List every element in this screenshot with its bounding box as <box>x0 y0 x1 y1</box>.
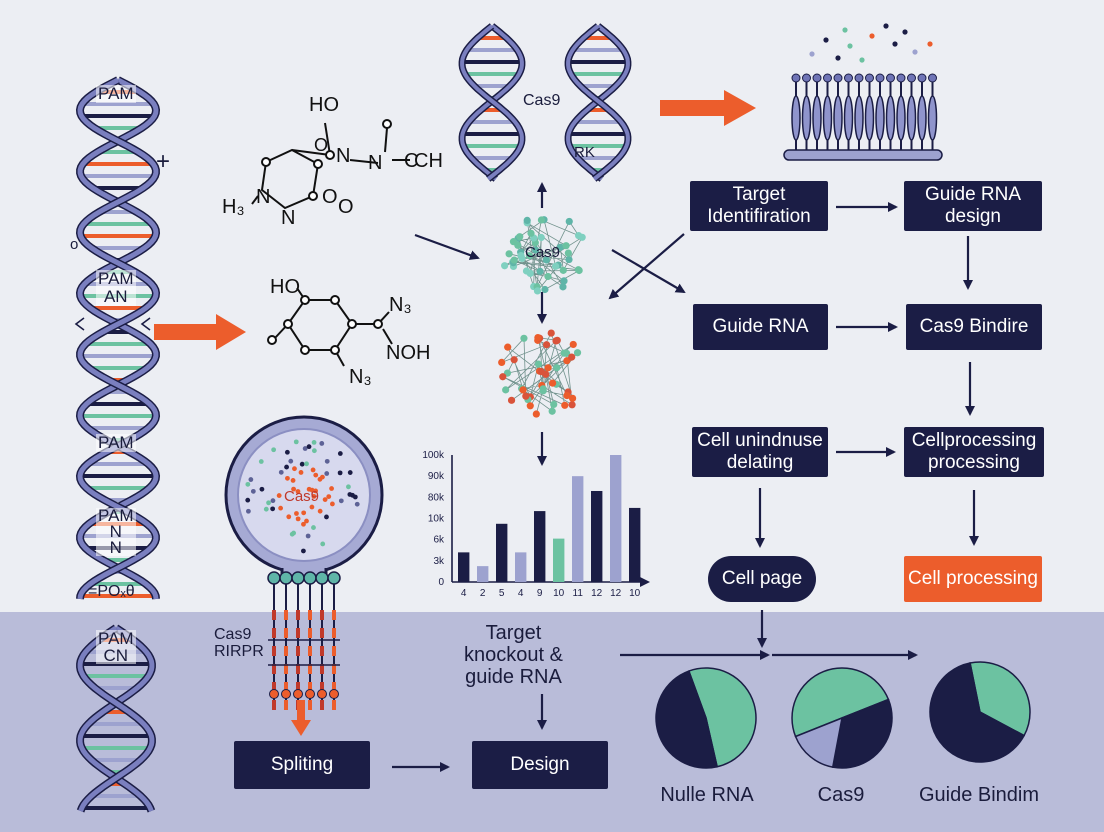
box-spliting: Spliting <box>234 741 370 789</box>
helix-rk-label: RK <box>574 144 595 161</box>
chart-bar <box>515 552 527 582</box>
chart-bar <box>553 538 565 582</box>
chart-y-tick-label: 0 <box>438 577 444 588</box>
oval-cell-page: Cell page <box>708 556 816 602</box>
box-design: Design <box>472 741 608 789</box>
chem-m1-n4: N <box>281 207 296 229</box>
cell-vesicle <box>224 415 384 582</box>
cas9-protein-teal <box>501 216 586 295</box>
pam-label-4: PAM N N <box>96 506 136 557</box>
chem-m2-noh: NOH <box>386 342 431 364</box>
target-knockout-text: Target knockout & guide RNA <box>464 622 563 688</box>
o-char: o <box>70 236 79 253</box>
dna-helix-top-left <box>458 23 526 182</box>
bar-chart: 4 2 5 4 9 10 11 12 12 10 100k 90k 80k 10k 6k 3k 0 <box>422 450 650 599</box>
chem-m1-o3: O <box>338 196 354 218</box>
cell-stalks <box>267 571 341 710</box>
box-cell-deleting: Cell unindnuse delating <box>692 427 828 477</box>
phosphate-formula: =POₓθ <box>88 583 135 600</box>
pie-slice <box>831 698 893 769</box>
protein-cas9-label: Cas9 <box>525 244 561 261</box>
pie-slice <box>655 670 719 769</box>
chem-m2-n3a: N₃ <box>389 294 412 316</box>
chem-m1-ch: CH <box>414 150 443 172</box>
chart-x-tick-label: 4 <box>518 588 524 599</box>
chart-x-tick-label: 12 <box>610 588 622 599</box>
chart-y-tick-label: 3k <box>433 556 445 567</box>
orange-arrow-left <box>154 314 246 350</box>
orange-arrow-top <box>660 90 756 126</box>
chart-y-tick-label: 100k <box>422 450 445 461</box>
helix-cas9-label: Cas9 <box>523 92 561 109</box>
pam-label-5: PAM CN <box>96 629 136 665</box>
orange-down-arrow <box>291 700 311 736</box>
chart-y-tick-label: 90k <box>428 471 445 482</box>
chart-bar <box>496 523 508 582</box>
cell-cas9-label: Cas9 <box>284 488 320 505</box>
chem-m2-n3b: N₃ <box>349 366 372 388</box>
box-target-identification: Target Identifiration <box>690 181 828 231</box>
box-cell-processing: Cellprocessing processing <box>904 427 1044 477</box>
pie-charts <box>655 661 1031 769</box>
chart-x-tick-label: 12 <box>591 588 603 599</box>
chem-m1-n3: N <box>256 186 271 208</box>
molecule-1 <box>251 119 410 210</box>
chart-bar <box>477 566 489 582</box>
chart-bar <box>591 490 603 582</box>
cas9-protein-orange <box>498 329 582 418</box>
pam-label-1: PAM <box>96 84 136 103</box>
connector-arrows <box>392 182 979 772</box>
pie-label-3: Guide Bindim <box>918 784 1040 806</box>
chart-y-tick-label: 10k <box>428 514 445 525</box>
chart-x-tick-label: 11 <box>573 588 584 599</box>
pie-slice <box>791 667 890 738</box>
pie-label-2: Cas9 <box>817 784 865 806</box>
pam-label-2: PAM AN <box>96 269 136 306</box>
pie-slice <box>794 716 843 769</box>
chem-m1-n1: N <box>336 145 351 167</box>
molecule-2 <box>267 287 393 367</box>
chart-y-tick-label: 80k <box>428 492 445 503</box>
chart-x-tick-label: 10 <box>629 588 641 599</box>
chart-bar <box>629 507 641 582</box>
chart-bar <box>458 552 470 582</box>
chem-m1-ho: HO <box>309 94 339 116</box>
chem-m1-c: C <box>404 150 419 172</box>
chem-m1-n2: N <box>368 152 383 174</box>
chart-y-tick-label: 6k <box>433 535 445 546</box>
pie-label-1: Nulle RNA <box>660 784 754 806</box>
chem-m1-o: O <box>314 135 329 155</box>
dna-helix-top-right <box>564 23 632 182</box>
pie-slice <box>969 661 1031 737</box>
chem-m1-h3: H₃ <box>222 196 245 218</box>
double-arrow-marks <box>74 317 151 331</box>
plus-sign: + <box>156 148 171 175</box>
pie-slice <box>687 667 757 768</box>
chart-x-tick-label: 2 <box>480 588 486 599</box>
box-cas9-binding: Cas9 Bindire <box>906 304 1042 350</box>
chart-bar <box>534 511 546 582</box>
pie-slice <box>929 662 1026 763</box>
chart-x-tick-label: 5 <box>499 588 505 599</box>
chart-bar <box>572 476 584 582</box>
chem-m1-o2: O <box>322 186 338 208</box>
chem-m2-ho: HO <box>270 276 300 298</box>
chart-x-tick-label: 4 <box>461 588 467 599</box>
chart-x-tick-label: 10 <box>553 588 565 599</box>
chart-x-tick-label: 9 <box>537 588 543 599</box>
box-guide-rna-design: Guide RNA design <box>904 181 1042 231</box>
cas9-ripr-label: Cas9 RIRPR <box>214 626 264 660</box>
lipid-membrane <box>783 23 943 161</box>
pam-label-3: PAM <box>96 433 136 452</box>
chart-bar <box>610 455 622 582</box>
bottom-band <box>0 612 1104 832</box>
box-cell-processing-orange: Cell processing <box>904 556 1042 602</box>
box-guide-rna: Guide RNA <box>693 304 828 350</box>
